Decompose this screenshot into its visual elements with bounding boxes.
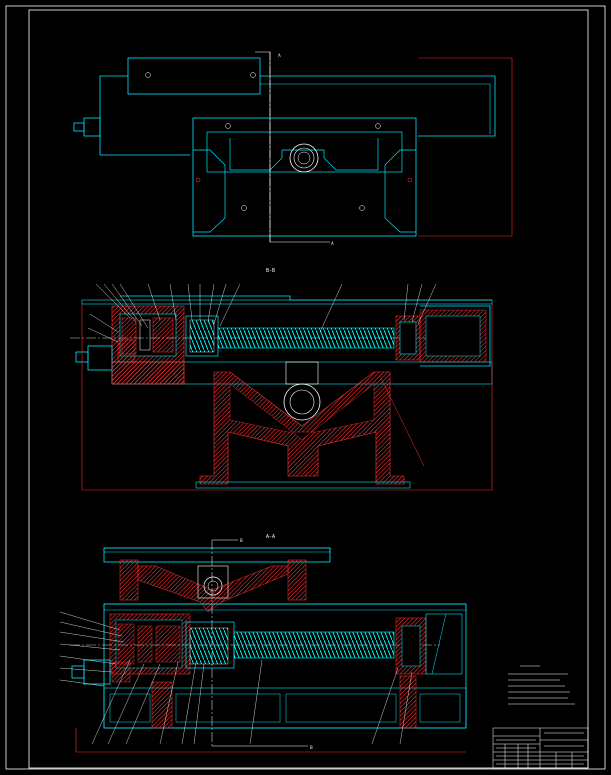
aa-cut-marker-b-bottom: B — [310, 745, 313, 750]
technical-requirements-block — [508, 665, 575, 705]
section-aa-view — [59, 539, 467, 753]
inner-frame — [28, 9, 589, 769]
title-block-rows — [496, 732, 584, 765]
top-cut-marker-a-bottom: A — [331, 241, 334, 246]
top-view — [73, 51, 513, 243]
outer-frame — [5, 5, 606, 770]
aa-cut-marker-b-top: B — [240, 538, 243, 543]
section-aa-title: A-A — [266, 534, 275, 540]
top-cut-marker-a-top: A — [278, 53, 281, 58]
section-bb-title: B-B — [266, 268, 275, 274]
section-bb-view — [70, 283, 493, 491]
